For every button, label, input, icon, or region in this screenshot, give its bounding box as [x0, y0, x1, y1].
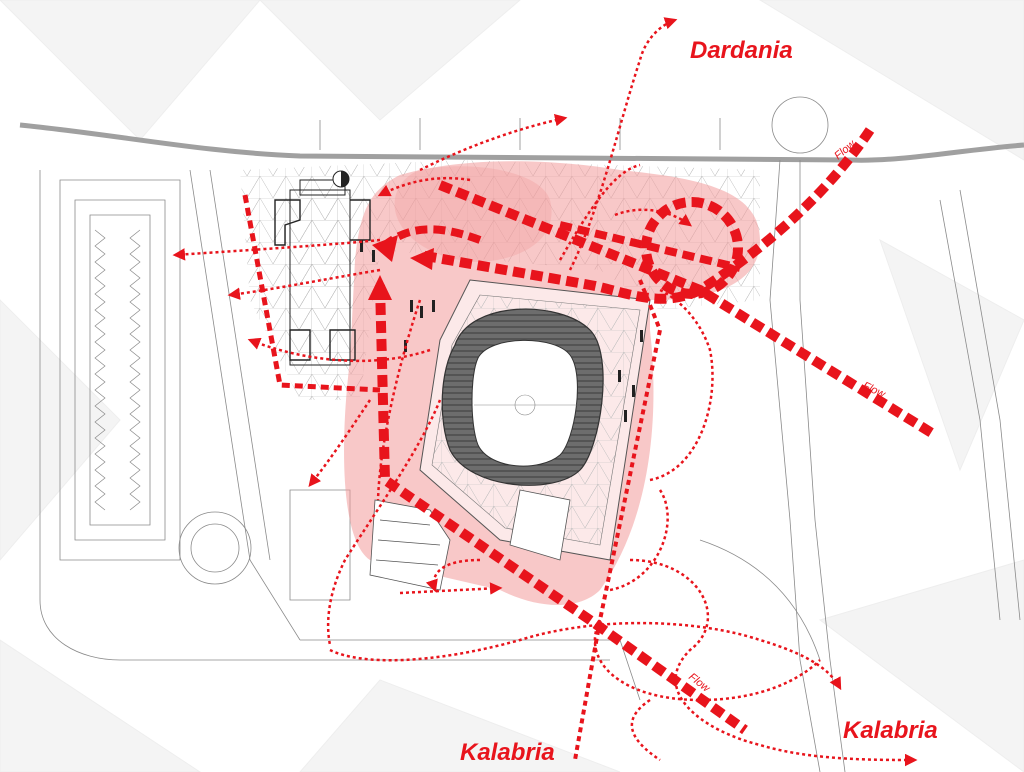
label-kalabria-bottom: Kalabria [460, 739, 555, 766]
flow-line-east [438, 180, 938, 440]
flow-line-band [559, 221, 741, 272]
flow-arrowheads [368, 235, 434, 300]
stadium-pitch [471, 339, 578, 467]
arrowhead-northwest [410, 248, 434, 270]
left-building-plan [274, 179, 371, 366]
label-kalabria-right: Kalabria [843, 717, 938, 744]
parking-stalls [94, 229, 141, 511]
flow-paths-thick [242, 127, 938, 761]
place-labels: Dardania Kalabria Kalabria [460, 37, 938, 766]
site-linework [39, 96, 1021, 772]
main-road [19, 122, 1024, 163]
flow-paths-thin [172, 17, 918, 767]
flow-line-stadium-east [573, 279, 663, 761]
arrowhead-north [368, 275, 392, 300]
compass-icon [332, 170, 350, 188]
label-dardania: Dardania [690, 37, 793, 64]
arrowhead-west [372, 235, 398, 262]
lower-buildings [369, 489, 571, 591]
flow-line-top-right [419, 127, 875, 304]
stadium-building [419, 279, 651, 561]
flow-loop [641, 197, 743, 299]
flow-line-west [375, 284, 748, 735]
